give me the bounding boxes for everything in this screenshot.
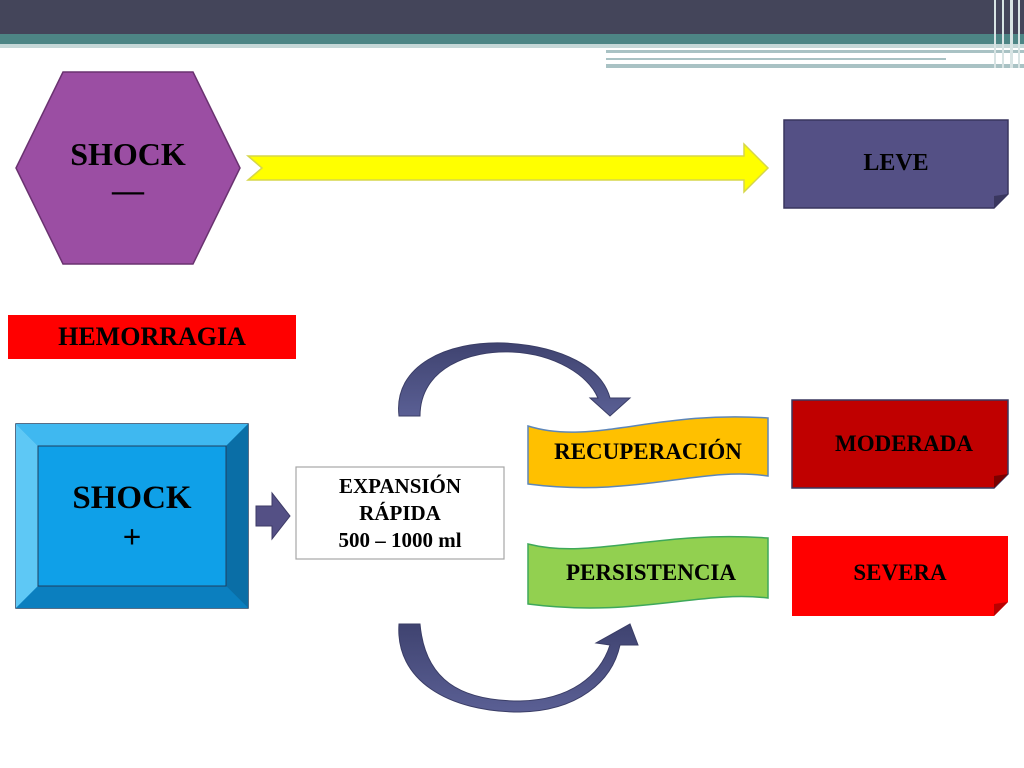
expansion-line1: EXPANSIÓN — [338, 474, 462, 498]
shock-negative-hexagon — [15, 71, 241, 265]
severa-box-fold — [994, 602, 1008, 616]
small-right-arrow — [255, 491, 291, 541]
moderada-label: MODERADA — [835, 431, 973, 456]
upper-curved-arrow — [398, 342, 632, 417]
shock-negative-label: SHOCK — — [16, 136, 240, 208]
hemorragia-label: HEMORRAGIA — [58, 322, 246, 351]
leve-box-fold — [994, 194, 1008, 208]
severa-box — [792, 536, 1008, 616]
header-stripe — [606, 58, 946, 60]
recuperacion-label: RECUPERACIÓN — [554, 439, 742, 464]
expansion-box — [295, 466, 505, 560]
shock-positive-line2: + — [122, 520, 142, 556]
header-vertical-line — [1018, 0, 1020, 68]
expansion-line3: 500 – 1000 ml — [338, 528, 462, 552]
hemorragia-banner — [8, 315, 296, 359]
header-vertical-line — [1010, 0, 1013, 68]
header-light-band — [0, 44, 1024, 48]
header-dark-band — [0, 0, 1024, 34]
expansion-label: EXPANSIÓN RÁPIDA 500 – 1000 ml — [296, 473, 504, 554]
leve-label: LEVE — [863, 150, 929, 176]
shock-positive-label: SHOCK + — [38, 478, 226, 558]
shock-positive-line1: SHOCK — [72, 480, 192, 516]
header-vertical-line — [994, 0, 996, 68]
severa-label: SEVERA — [853, 560, 947, 585]
recuperacion-wave — [527, 416, 769, 489]
moderada-box-fold — [994, 474, 1008, 488]
lower-curved-arrow — [398, 623, 639, 713]
persistencia-wave — [527, 535, 769, 609]
shock-positive-box — [15, 423, 249, 609]
shock-negative-line1: SHOCK — [70, 136, 186, 172]
header-stripe — [606, 50, 1024, 53]
expansion-line2: RÁPIDA — [359, 501, 441, 525]
shock-negative-line2: — — [112, 172, 144, 208]
header-vertical-line — [1002, 0, 1004, 68]
yellow-right-arrow — [245, 142, 770, 194]
header-teal-band — [0, 34, 1024, 44]
persistencia-label: PERSISTENCIA — [566, 560, 736, 585]
header-stripe — [606, 64, 1024, 68]
